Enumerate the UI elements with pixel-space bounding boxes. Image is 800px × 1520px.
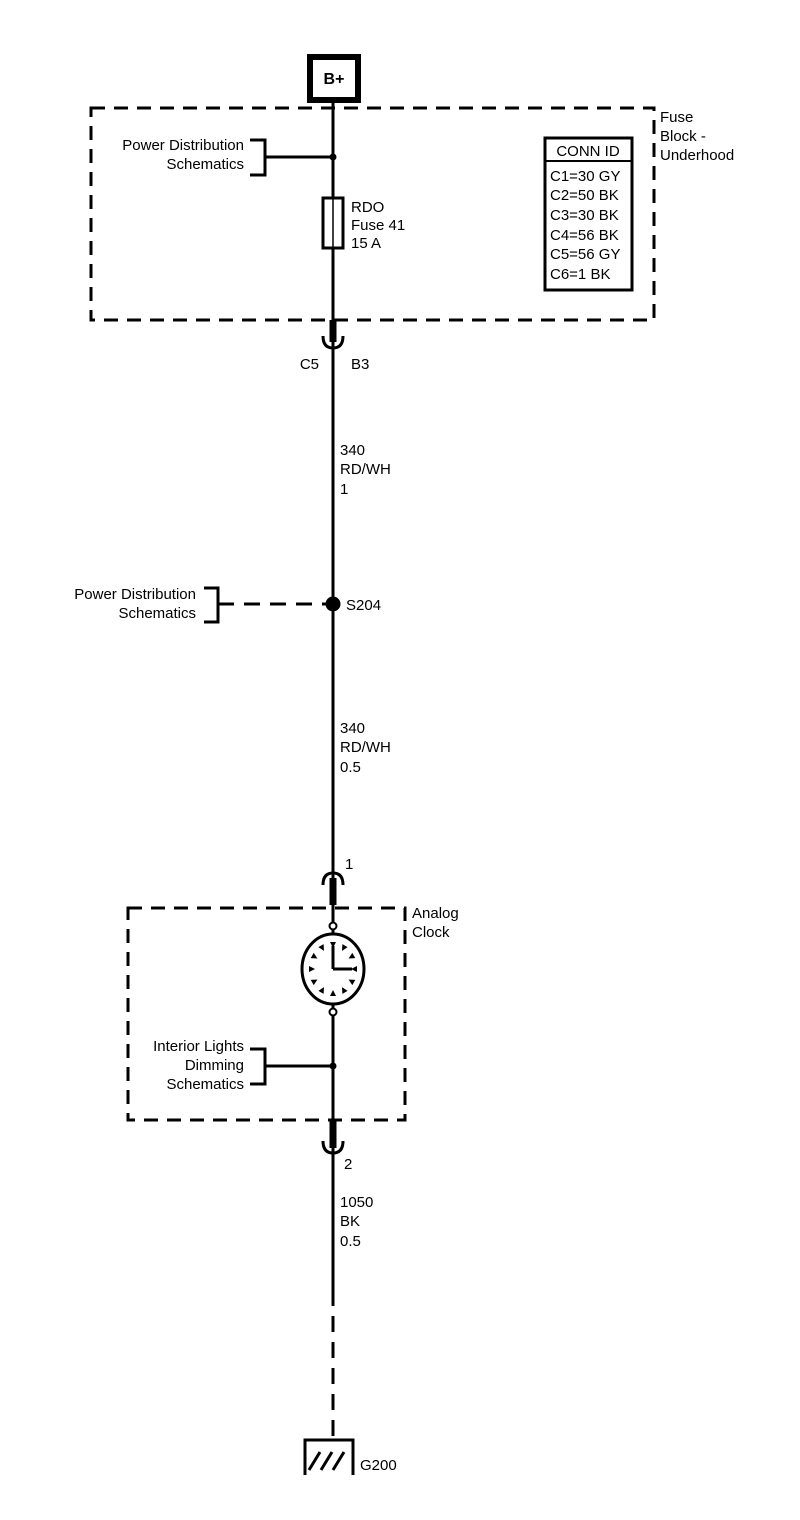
reference-line: Schematics: [118, 605, 196, 622]
reference-bracket: [250, 138, 267, 177]
power-source-label: B+: [324, 71, 345, 88]
clock-pin-out: 2: [344, 1156, 352, 1173]
conn-id-header: CONN ID: [556, 143, 620, 160]
clock-tick-marks: [309, 942, 357, 996]
wire-label-line: BK: [340, 1213, 360, 1230]
analog-clock-outline: [126, 906, 407, 1122]
reference-bracket: [250, 1047, 267, 1086]
connector-pin-2: 2: [321, 1120, 352, 1173]
power-distribution-reference-top: Power Distribution Schematics: [122, 137, 337, 177]
fuse-label-line1: RDO: [351, 199, 384, 216]
wire-label-line: 0.5: [340, 759, 361, 776]
wire-label-line: 340: [340, 720, 365, 737]
connector-c5-b3: C5 B3: [300, 320, 369, 373]
clock-hour-mark: [318, 944, 324, 951]
reference-line: Interior Lights: [153, 1038, 244, 1055]
conn-id-row: C1=30 GY: [550, 168, 620, 185]
junction-dot: [329, 1062, 337, 1070]
conn-id-table: CONN ID C1=30 GY C2=50 BK C3=30 BK C4=56…: [543, 136, 634, 292]
reference-line: Power Distribution: [74, 586, 196, 603]
reference-line: Schematics: [166, 156, 244, 173]
reference-line: Dimming: [185, 1057, 244, 1074]
clock-label-line2: Clock: [412, 924, 450, 941]
junction-dot: [329, 153, 337, 161]
clock-hour-mark: [310, 952, 318, 959]
connector-pin-1: 1: [321, 856, 353, 905]
fuse-block-label-line1: Fuse: [660, 109, 693, 126]
conn-id-row: C4=56 BK: [550, 227, 619, 244]
ground-id: G200: [360, 1457, 397, 1474]
wire-label-line: 0.5: [340, 1233, 361, 1250]
wire-label-340-1: 340 RD/WH 1: [340, 442, 391, 498]
clock-hour-mark: [348, 979, 356, 986]
wire-label-line: 1: [340, 481, 348, 498]
splice-s204: Power Distribution Schematics S204: [74, 586, 381, 624]
wire-label-line: 340: [340, 442, 365, 459]
splice-dot: [325, 596, 341, 612]
clock-hour-mark: [330, 990, 336, 996]
clock-hour-mark: [351, 966, 357, 972]
wire-label-line: RD/WH: [340, 461, 391, 478]
conn-id-row: C6=1 BK: [550, 266, 610, 283]
clock-hour-mark: [318, 987, 324, 994]
clock-label-line1: Analog: [412, 905, 459, 922]
clock-hour-mark: [310, 979, 318, 986]
fuse-41: RDO Fuse 41 15 A: [321, 196, 405, 252]
conn-id-row: C2=50 BK: [550, 187, 619, 204]
clock-hour-mark: [330, 942, 336, 948]
ground-icon: G200: [303, 1438, 397, 1475]
fuse-block-outline: [89, 106, 656, 322]
reference-line: Schematics: [166, 1076, 244, 1093]
connector-id: C5: [300, 356, 319, 373]
wire-label-line: 1050: [340, 1194, 373, 1211]
clock-icon: [300, 921, 366, 1017]
clock-hour-mark: [342, 944, 348, 951]
fuse-block-label-line3: Underhood: [660, 147, 734, 164]
reference-line: Power Distribution: [122, 137, 244, 154]
clock-pin-in: 1: [345, 856, 353, 873]
conn-id-row: C3=30 BK: [550, 207, 619, 224]
dimming-reference: Interior Lights Dimming Schematics: [153, 1038, 337, 1093]
conn-id-row: C5=56 GY: [550, 246, 620, 263]
wire-label-line: RD/WH: [340, 739, 391, 756]
clock-hour-mark: [342, 987, 348, 994]
fuse-label-line2: Fuse 41: [351, 217, 405, 234]
fuse-block-label-line2: Block -: [660, 128, 706, 145]
clock-hour-mark: [309, 966, 315, 972]
wire-label-340-0-5: 340 RD/WH 0.5: [340, 720, 391, 776]
connector-pin: B3: [351, 356, 369, 373]
reference-bracket: [204, 586, 220, 624]
power-source-b-plus: B+: [307, 54, 361, 103]
clock-hour-mark: [348, 952, 356, 959]
fuse-label-line3: 15 A: [351, 235, 381, 252]
wire-label-1050: 1050 BK 0.5: [340, 1194, 373, 1250]
splice-id: S204: [346, 597, 381, 614]
